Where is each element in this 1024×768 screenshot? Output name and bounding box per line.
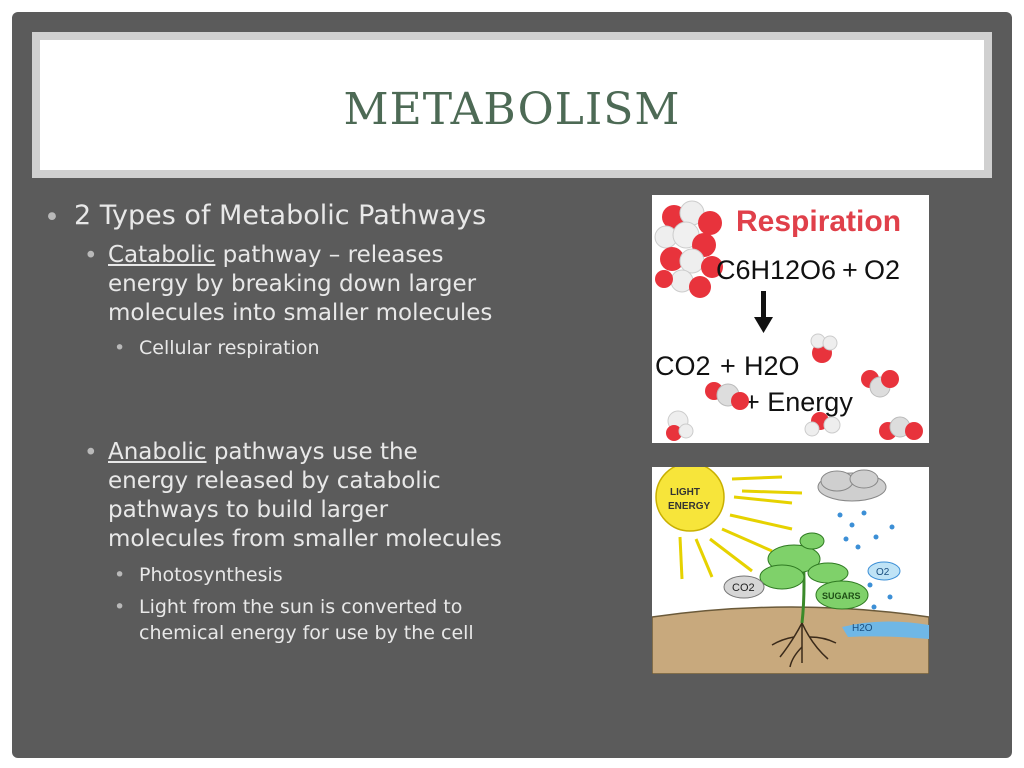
bullet-pathway-types: 2 Types of Metabolic Pathways bbox=[74, 200, 487, 231]
catabolic-line-2: energy by breaking down larger bbox=[108, 271, 477, 297]
sugars-label: SUGARS bbox=[822, 591, 861, 601]
bullet-light-converted-line-2: chemical energy for use by the cell bbox=[139, 622, 474, 644]
anabolic-term: Anabolic bbox=[108, 439, 207, 465]
leaf-icon bbox=[807, 562, 849, 584]
o2-label: O2 bbox=[876, 567, 890, 578]
oxygen-formula: O2 bbox=[864, 255, 900, 285]
co2-molecule-icon bbox=[879, 416, 923, 440]
formula-plus: + bbox=[842, 255, 858, 285]
anabolic-line-3: pathways to build larger bbox=[108, 497, 389, 523]
slide-title: METABOLISM bbox=[343, 83, 681, 135]
roots-icon bbox=[771, 622, 837, 668]
sun-rays-icon bbox=[678, 475, 803, 580]
anabolic-line-2: energy released by catabolic bbox=[108, 468, 441, 494]
cloud-icon bbox=[817, 469, 887, 502]
bullet-anabolic: Anabolic pathways use the bbox=[108, 439, 418, 465]
respiration-image: Respiration C6H12O6 + O2 CO2 + H2O + Ene… bbox=[652, 195, 929, 443]
bullet-photosynthesis: Photosynthesis bbox=[139, 564, 283, 586]
glucose-molecule-icon bbox=[654, 200, 723, 298]
o2-bubble-icon bbox=[867, 561, 901, 581]
title-panel: METABOLISM bbox=[40, 40, 984, 170]
leaf-icon bbox=[759, 564, 805, 590]
energy-product: + Energy bbox=[744, 387, 853, 417]
bullet-light-converted: Light from the sun is converted to bbox=[139, 596, 463, 618]
water-molecule-icon bbox=[804, 412, 841, 437]
sun-icon bbox=[655, 467, 725, 532]
co2-label: CO2 bbox=[732, 582, 755, 594]
light-label: LIGHT bbox=[670, 487, 700, 498]
bullet-catabolic: Catabolic pathway – releases bbox=[108, 242, 444, 268]
down-arrow-icon bbox=[754, 291, 773, 333]
title-frame: METABOLISM bbox=[32, 32, 992, 178]
respiration-heading: Respiration bbox=[736, 205, 901, 238]
bullet-marker: • bbox=[114, 337, 126, 359]
water-molecule-icon bbox=[666, 410, 694, 441]
leaf-icon bbox=[799, 532, 825, 550]
bullet-marker: • bbox=[44, 202, 60, 233]
glucose-formula: C6H12O6 bbox=[716, 255, 836, 285]
water-puddle-icon bbox=[842, 621, 929, 639]
co2-molecule-icon bbox=[705, 382, 749, 410]
co2-product: CO2 bbox=[655, 351, 711, 381]
photosynthesis-image: LIGHT ENERGY SUGARS CO2 bbox=[652, 467, 929, 674]
h2o-product: H2O bbox=[744, 351, 800, 381]
respiration-illustration: Respiration C6H12O6 + O2 CO2 + H2O + Ene… bbox=[654, 200, 923, 441]
bullet-cellular-respiration: Cellular respiration bbox=[139, 337, 320, 359]
h2o-label: H2O bbox=[852, 623, 873, 634]
product-plus: + bbox=[720, 351, 736, 381]
water-molecule-icon bbox=[810, 333, 838, 363]
bullet-marker: • bbox=[84, 440, 98, 466]
catabolic-term: Catabolic bbox=[108, 242, 216, 268]
catabolic-line-3: molecules into smaller molecules bbox=[108, 300, 493, 326]
co2-bubble-icon bbox=[723, 575, 765, 599]
photosynthesis-illustration: LIGHT ENERGY SUGARS CO2 bbox=[652, 467, 929, 674]
bullet-marker: • bbox=[114, 596, 126, 618]
energy-label: ENERGY bbox=[668, 501, 711, 512]
sugars-leaf-icon bbox=[815, 580, 869, 610]
bullet-marker: • bbox=[84, 243, 98, 269]
bullet-marker: • bbox=[114, 564, 126, 586]
anabolic-line-4: molecules from smaller molecules bbox=[108, 526, 502, 552]
co2-molecule-icon bbox=[861, 370, 899, 398]
